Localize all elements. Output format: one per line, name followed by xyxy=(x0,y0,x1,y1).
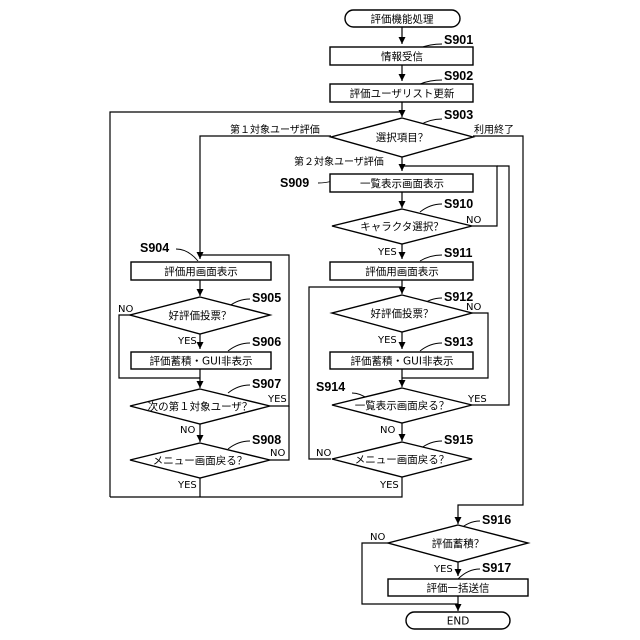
step-label-s902: S902 xyxy=(444,69,473,83)
end-node: END xyxy=(406,612,510,629)
step-label-s907: S907 xyxy=(252,377,281,391)
branch-label-s916-no: NO xyxy=(370,532,385,543)
step-label-s903: S903 xyxy=(444,108,473,122)
step-label-s914: S914 xyxy=(316,380,345,394)
s912-label: 好評価投票？ xyxy=(371,307,434,320)
s914-label: 一覧表示画面戻る？ xyxy=(355,399,450,412)
step-label-s910: S910 xyxy=(444,197,473,211)
s905-label: 好評価投票？ xyxy=(169,309,232,322)
s909-label: 一覧表示画面表示 xyxy=(360,177,444,190)
s903-label: 選択項目？ xyxy=(376,131,429,144)
s915-label: メニュー画面戻る？ xyxy=(355,453,450,466)
step-label-s916: S916 xyxy=(482,513,511,527)
s911-label: 評価用画面表示 xyxy=(365,265,439,278)
decision-s903: 選択項目？ xyxy=(331,118,473,157)
step-label-s906: S906 xyxy=(252,335,281,349)
process-s906: 評価蓄積・GUI非表示 xyxy=(131,352,271,369)
step-label-s909: S909 xyxy=(280,176,309,190)
branch-label-s914-no: NO xyxy=(380,425,395,436)
process-s902: 評価ユーザリスト更新 xyxy=(330,84,473,102)
step-label-s901: S901 xyxy=(444,33,473,47)
branch-label-s905-no: NO xyxy=(118,304,133,315)
s901-label: 情報受信 xyxy=(381,50,423,63)
branch-label-s905-yes: YES xyxy=(177,336,197,347)
process-s901: 情報受信 xyxy=(330,47,473,65)
branch-label-s908-yes: YES xyxy=(177,480,197,491)
branch-label-s912-yes: YES xyxy=(377,335,397,346)
s904-label: 評価用画面表示 xyxy=(164,265,238,278)
s907-label: 次の第１対象ユーザ？ xyxy=(148,400,253,413)
branch-label-s907-yes: YES xyxy=(267,394,287,405)
process-s911: 評価用画面表示 xyxy=(330,262,473,280)
branch-label-s910-no: NO xyxy=(466,215,481,226)
s908-label: メニュー画面戻る？ xyxy=(153,454,248,467)
s910-label: キャラクタ選択？ xyxy=(360,220,444,233)
branch-label-s915-yes: YES xyxy=(379,480,399,491)
branch-label-second-target: 第２対象ユーザ評価 xyxy=(294,155,384,168)
step-label-s911: S911 xyxy=(444,246,473,260)
branch-label-first-target: 第１対象ユーザ評価 xyxy=(230,123,320,136)
s902-label: 評価ユーザリスト更新 xyxy=(350,87,455,100)
s913-label: 評価蓄積・GUI非表示 xyxy=(351,355,454,368)
start-node: 評価機能処理 xyxy=(345,10,460,27)
start-label: 評価機能処理 xyxy=(371,13,434,26)
decision-s915: メニュー画面戻る？ xyxy=(332,442,472,477)
decision-s916: 評価蓄積？ xyxy=(388,525,528,562)
s906-label: 評価蓄積・GUI非表示 xyxy=(150,355,253,368)
s917-label: 評価一括送信 xyxy=(427,582,490,595)
step-label-s904: S904 xyxy=(140,241,169,255)
process-s909: 一覧表示画面表示 xyxy=(330,174,473,192)
decision-s905: 好評価投票？ xyxy=(130,297,270,334)
process-s904: 評価用画面表示 xyxy=(131,262,271,280)
branch-label-s907-no: NO xyxy=(180,425,195,436)
step-label-s915: S915 xyxy=(444,433,473,447)
branch-label-s914-yes: YES xyxy=(467,394,487,405)
branch-label-end-use: 利用終了 xyxy=(474,123,514,136)
decision-s908: メニュー画面戻る？ xyxy=(130,443,270,478)
step-label-s908: S908 xyxy=(252,433,281,447)
step-label-s913: S913 xyxy=(444,335,473,349)
s916-label: 評価蓄積？ xyxy=(432,537,485,550)
step-label-s905: S905 xyxy=(252,291,281,305)
branch-label-s908-no: NO xyxy=(270,448,285,459)
branch-label-s916-yes: YES xyxy=(433,564,453,575)
branch-label-s910-yes: YES xyxy=(377,247,397,258)
end-label: END xyxy=(447,616,470,628)
branch-label-s915-no: NO xyxy=(316,448,331,459)
decision-s907: 次の第１対象ユーザ？ xyxy=(130,389,270,424)
process-s913: 評価蓄積・GUI非表示 xyxy=(330,352,473,369)
process-s917: 評価一括送信 xyxy=(388,579,528,596)
decision-s910: キャラクタ選択？ xyxy=(332,209,472,244)
branch-label-s912-no: NO xyxy=(466,302,481,313)
step-label-s917: S917 xyxy=(482,561,511,575)
